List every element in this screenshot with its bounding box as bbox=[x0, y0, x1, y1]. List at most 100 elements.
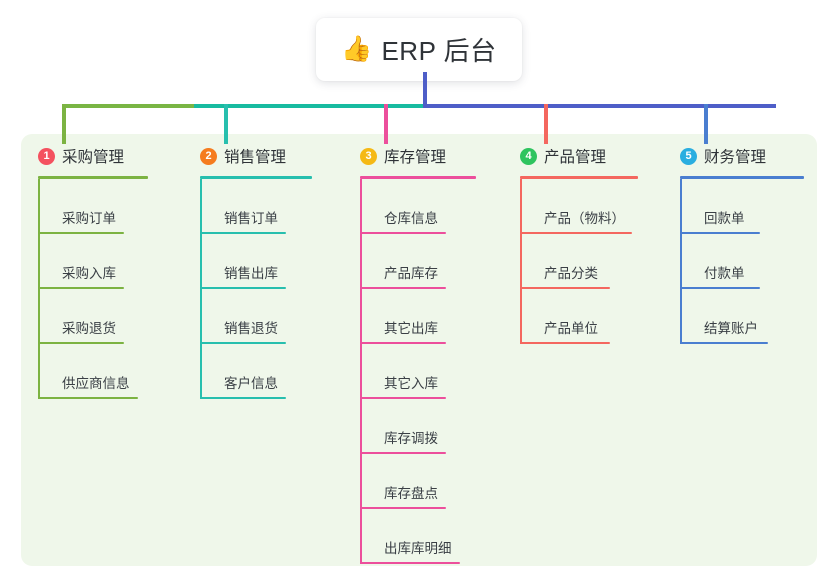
column-header-5[interactable]: 5 财务管理 bbox=[680, 144, 804, 168]
column-spine bbox=[38, 179, 40, 399]
number-badge-icon: 1 bbox=[38, 147, 55, 165]
column-items: 销售订单销售出库销售退货客户信息 bbox=[200, 179, 312, 399]
column-title-underline bbox=[38, 176, 148, 179]
leaf-item-label: 结算账户 bbox=[704, 321, 758, 336]
leaf-item-underline bbox=[360, 452, 446, 454]
leaf-item-underline bbox=[360, 397, 446, 399]
leaf-item[interactable]: 库存调拨 bbox=[360, 399, 476, 454]
column-header-2[interactable]: 2 销售管理 bbox=[200, 144, 312, 168]
number-badge-icon: 2 bbox=[200, 147, 217, 165]
leaf-item[interactable]: 库存盘点 bbox=[360, 454, 476, 509]
leaf-item-underline bbox=[520, 342, 610, 344]
leaf-item-underline bbox=[200, 342, 286, 344]
leaf-item[interactable]: 回款单 bbox=[680, 179, 804, 234]
leaf-item[interactable]: 客户信息 bbox=[200, 344, 312, 399]
root-node[interactable]: 👍 ERP 后台 bbox=[316, 18, 522, 81]
leaf-item-label: 销售出库 bbox=[224, 266, 278, 281]
leaf-item-underline bbox=[38, 397, 138, 399]
leaf-item[interactable]: 结算账户 bbox=[680, 289, 804, 344]
number-badge-icon: 4 bbox=[520, 147, 537, 165]
column-stub-4 bbox=[544, 104, 548, 144]
leaf-item-label: 供应商信息 bbox=[62, 376, 130, 391]
leaf-item[interactable]: 其它入库 bbox=[360, 344, 476, 399]
leaf-item-label: 库存调拨 bbox=[384, 431, 438, 446]
thumbs-up-icon: 👍 bbox=[341, 35, 373, 63]
column-title: 库存管理 bbox=[384, 149, 447, 166]
column-stub-2 bbox=[224, 104, 228, 144]
leaf-item[interactable]: 出库库明细 bbox=[360, 509, 476, 564]
leaf-item[interactable]: 产品（物料） bbox=[520, 179, 638, 234]
column-title-underline bbox=[680, 176, 804, 179]
column-title-underline bbox=[520, 176, 638, 179]
leaf-item-label: 库存盘点 bbox=[384, 486, 438, 501]
root-drop-line bbox=[423, 72, 427, 104]
column-spine bbox=[520, 179, 522, 344]
column-spine bbox=[680, 179, 682, 344]
leaf-item-underline bbox=[680, 232, 760, 234]
branches-panel bbox=[21, 134, 817, 566]
connector-green-segment bbox=[62, 104, 194, 108]
leaf-item-underline bbox=[520, 232, 632, 234]
leaf-item-underline bbox=[38, 342, 124, 344]
connector-blue-segment bbox=[423, 104, 776, 108]
leaf-item[interactable]: 付款单 bbox=[680, 234, 804, 289]
leaf-item-label: 其它出库 bbox=[384, 321, 438, 336]
leaf-item[interactable]: 销售退货 bbox=[200, 289, 312, 344]
column-title: 财务管理 bbox=[704, 149, 767, 166]
leaf-item[interactable]: 采购订单 bbox=[38, 179, 148, 234]
column-stub-5 bbox=[704, 104, 708, 144]
branch-column-4: 4 产品管理产品（物料） 产品分类产品单位 bbox=[520, 144, 638, 344]
connector-teal-segment bbox=[194, 104, 423, 108]
column-title: 销售管理 bbox=[224, 149, 287, 166]
leaf-item-label: 回款单 bbox=[704, 211, 745, 226]
column-items: 回款单付款单结算账户 bbox=[680, 179, 804, 344]
leaf-item-label: 采购订单 bbox=[62, 211, 116, 226]
branch-column-1: 1 采购管理采购订单采购入库采购退货供应商信息 bbox=[38, 144, 148, 399]
leaf-item[interactable]: 销售订单 bbox=[200, 179, 312, 234]
column-spine bbox=[200, 179, 202, 399]
leaf-item[interactable]: 仓库信息 bbox=[360, 179, 476, 234]
column-stub-1 bbox=[62, 104, 66, 144]
column-title-underline bbox=[360, 176, 476, 179]
leaf-item-underline bbox=[200, 397, 286, 399]
column-title: 采购管理 bbox=[62, 149, 125, 166]
leaf-item-label: 出库库明细 bbox=[384, 541, 452, 556]
root-title: ERP 后台 bbox=[381, 36, 497, 66]
leaf-item-underline bbox=[520, 287, 610, 289]
leaf-item-label: 产品（物料） bbox=[544, 211, 625, 226]
number-badge-icon: 5 bbox=[680, 147, 697, 165]
leaf-item-underline bbox=[360, 562, 460, 564]
leaf-item-underline bbox=[200, 287, 286, 289]
branch-column-2: 2 销售管理销售订单销售出库销售退货客户信息 bbox=[200, 144, 312, 399]
leaf-item-label: 其它入库 bbox=[384, 376, 438, 391]
leaf-item[interactable]: 采购入库 bbox=[38, 234, 148, 289]
leaf-item[interactable]: 采购退货 bbox=[38, 289, 148, 344]
leaf-item-label: 采购入库 bbox=[62, 266, 116, 281]
leaf-item[interactable]: 销售出库 bbox=[200, 234, 312, 289]
leaf-item[interactable]: 其它出库 bbox=[360, 289, 476, 344]
leaf-item-label: 仓库信息 bbox=[384, 211, 438, 226]
leaf-item-underline bbox=[38, 232, 124, 234]
leaf-item[interactable]: 供应商信息 bbox=[38, 344, 148, 399]
column-title: 产品管理 bbox=[544, 149, 607, 166]
column-items: 采购订单采购入库采购退货供应商信息 bbox=[38, 179, 148, 399]
leaf-item-underline bbox=[360, 507, 446, 509]
leaf-item[interactable]: 产品库存 bbox=[360, 234, 476, 289]
leaf-item[interactable]: 产品分类 bbox=[520, 234, 638, 289]
column-header-4[interactable]: 4 产品管理 bbox=[520, 144, 638, 168]
leaf-item[interactable]: 产品单位 bbox=[520, 289, 638, 344]
leaf-item-label: 产品分类 bbox=[544, 266, 598, 281]
column-items: 产品（物料） 产品分类产品单位 bbox=[520, 179, 638, 344]
leaf-item-underline bbox=[200, 232, 286, 234]
column-header-1[interactable]: 1 采购管理 bbox=[38, 144, 148, 168]
leaf-item-underline bbox=[360, 287, 446, 289]
leaf-item-label: 客户信息 bbox=[224, 376, 278, 391]
leaf-item-label: 销售订单 bbox=[224, 211, 278, 226]
column-stub-3 bbox=[384, 104, 388, 144]
leaf-item-label: 产品库存 bbox=[384, 266, 438, 281]
branch-column-5: 5 财务管理回款单付款单结算账户 bbox=[680, 144, 804, 344]
leaf-item-underline bbox=[680, 342, 768, 344]
